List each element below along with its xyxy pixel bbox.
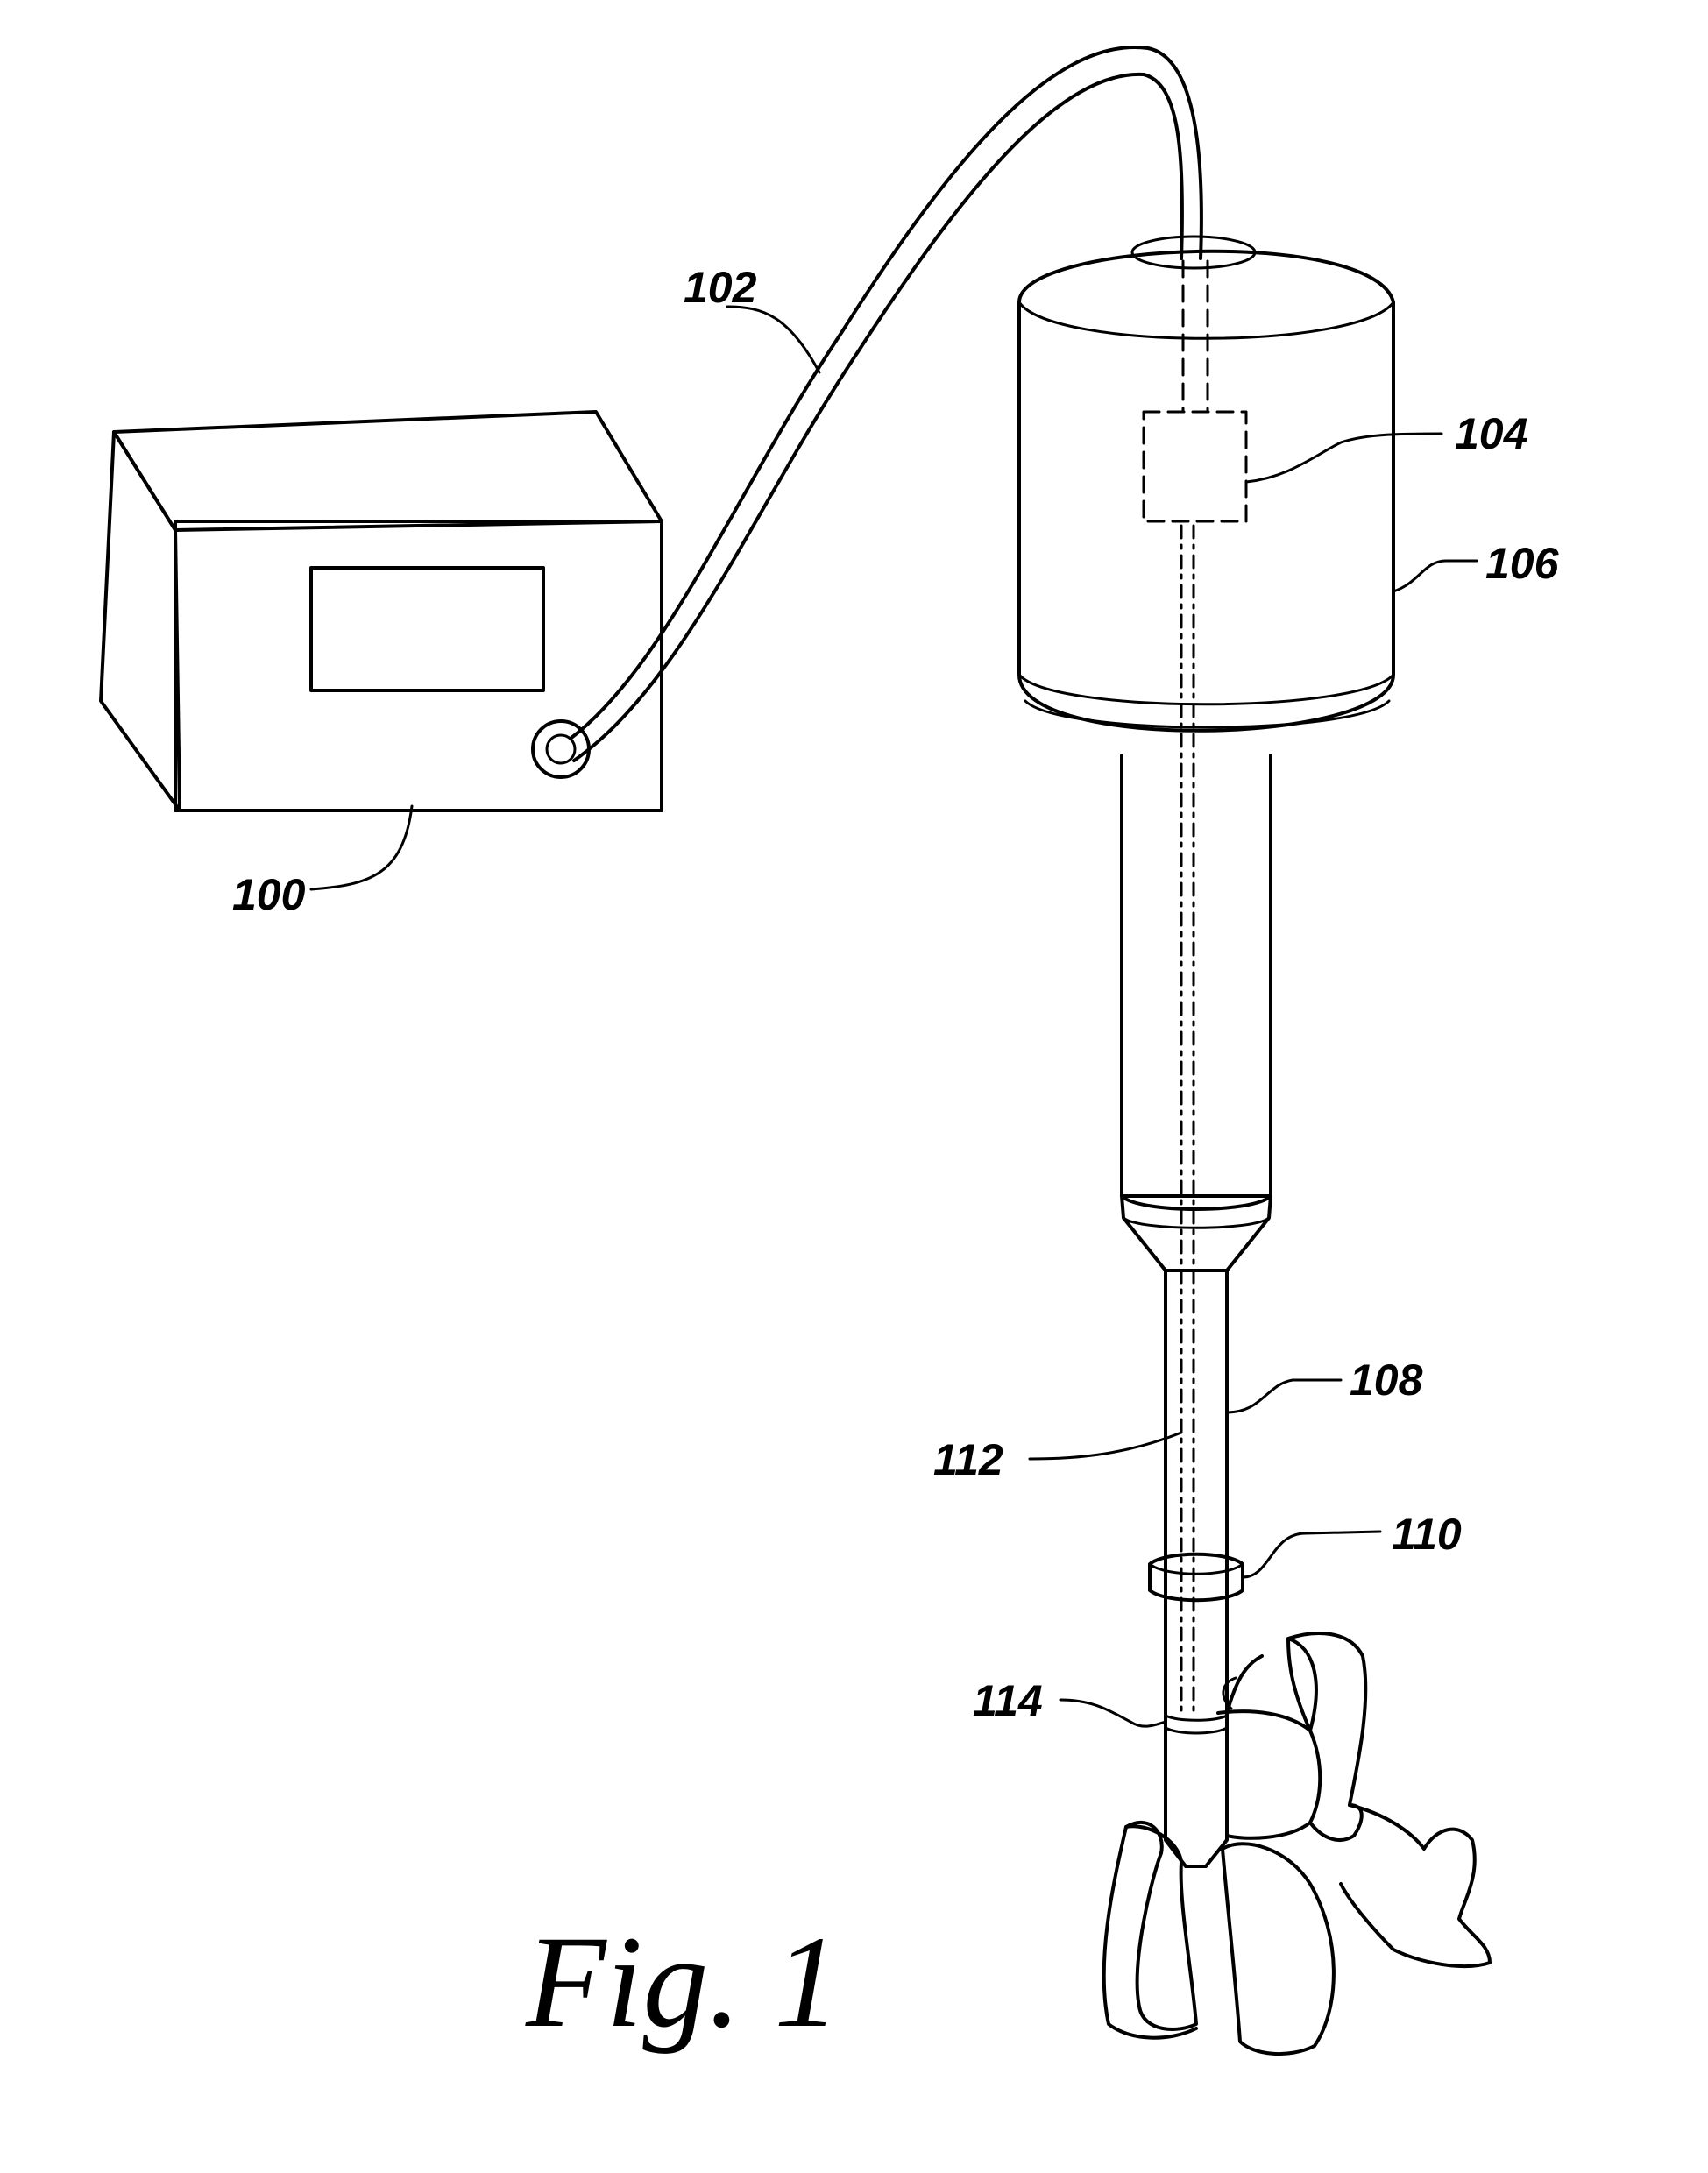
collar-ring xyxy=(1150,1554,1243,1601)
probe-shaft xyxy=(1166,1271,1227,1831)
figure-caption: Fig. 1 xyxy=(525,1909,840,2055)
label-102: 102 xyxy=(684,263,757,312)
label-108: 108 xyxy=(1350,1355,1423,1405)
label-110: 110 xyxy=(1392,1510,1462,1559)
label-112: 112 xyxy=(933,1435,1003,1484)
label-100: 100 xyxy=(232,870,306,919)
console-screen xyxy=(311,568,543,690)
internal-transducer xyxy=(1144,261,1246,521)
label-106: 106 xyxy=(1485,539,1560,588)
vertebrae xyxy=(1104,1633,1490,2054)
handpiece-handle xyxy=(1122,755,1271,1271)
cable xyxy=(571,47,1201,761)
label-104: 104 xyxy=(1455,409,1527,458)
probe-tip xyxy=(1166,1716,1227,1866)
control-console xyxy=(101,412,662,810)
label-114: 114 xyxy=(973,1676,1043,1725)
